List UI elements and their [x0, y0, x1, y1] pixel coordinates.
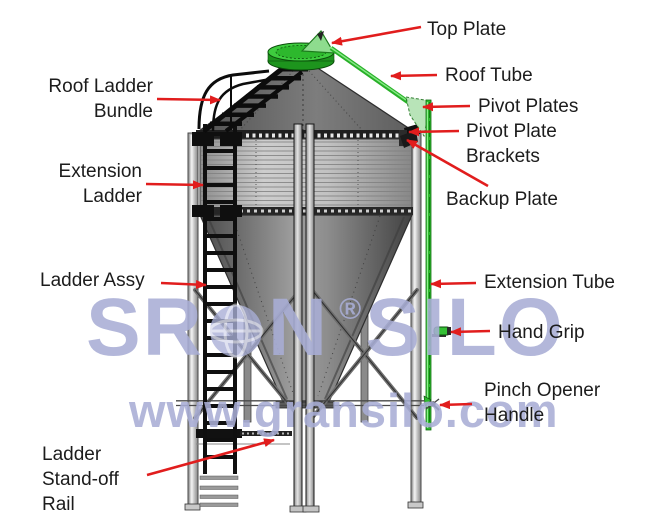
watermark-text-left: SR	[86, 282, 204, 373]
watermark-text-right: SILO	[365, 282, 565, 373]
label-pivot-plates: Pivot Plates	[478, 96, 579, 117]
pinch-opener-part	[423, 395, 440, 411]
label-ladder-standoff-rail: Ladder Stand-off Rail	[42, 444, 119, 516]
arrow-extension-tube	[430, 279, 477, 289]
center-pipes	[289, 123, 320, 513]
arrow-pivot-plate-brackets	[408, 127, 460, 137]
label-ladder-assy: Ladder Assy	[40, 270, 145, 291]
label-extension-ladder: Extension Ladder	[58, 161, 142, 208]
arrow-backup-plate	[406, 138, 489, 188]
extension-tube-part	[425, 99, 432, 431]
roof-ladder-assembly	[197, 62, 308, 133]
label-hand-grip: Hand Grip	[498, 322, 585, 343]
arrow-pivot-plates	[422, 102, 471, 112]
roof-tube-part	[329, 46, 410, 104]
arrow-ladder-assy	[160, 280, 207, 290]
arrow-roof-ladder-bundle	[156, 95, 221, 105]
watermark-text-mid: N	[267, 282, 330, 373]
label-pivot-plate-brackets: Pivot Plate Brackets	[466, 121, 557, 168]
label-pinch-opener-handle: Pinch Opener Handle	[484, 380, 601, 427]
label-top-plate: Top Plate	[427, 19, 507, 40]
arrow-roof-tube	[390, 71, 438, 81]
registered-mark: ®	[339, 293, 362, 326]
top-plate-part	[300, 30, 336, 54]
watermark-url: www.gransilo.com	[129, 384, 559, 437]
hand-grip-part	[432, 326, 451, 337]
label-roof-tube: Roof Tube	[445, 65, 533, 86]
label-backup-plate: Backup Plate	[446, 189, 558, 210]
arrow-pinch-opener	[439, 400, 473, 410]
roof-ladder-handrail	[197, 69, 277, 132]
arrow-hand-grip	[450, 327, 491, 337]
arrow-ladder-standoff	[146, 438, 275, 477]
globe-icon	[206, 287, 266, 359]
watermark-brand: SR N ®SILO	[86, 281, 565, 375]
label-roof-ladder-bundle: Roof Ladder Bundle	[48, 76, 153, 123]
arrow-top-plate	[331, 25, 422, 46]
label-extension-tube: Extension Tube	[484, 272, 615, 293]
arrow-extension-ladder	[145, 180, 204, 190]
